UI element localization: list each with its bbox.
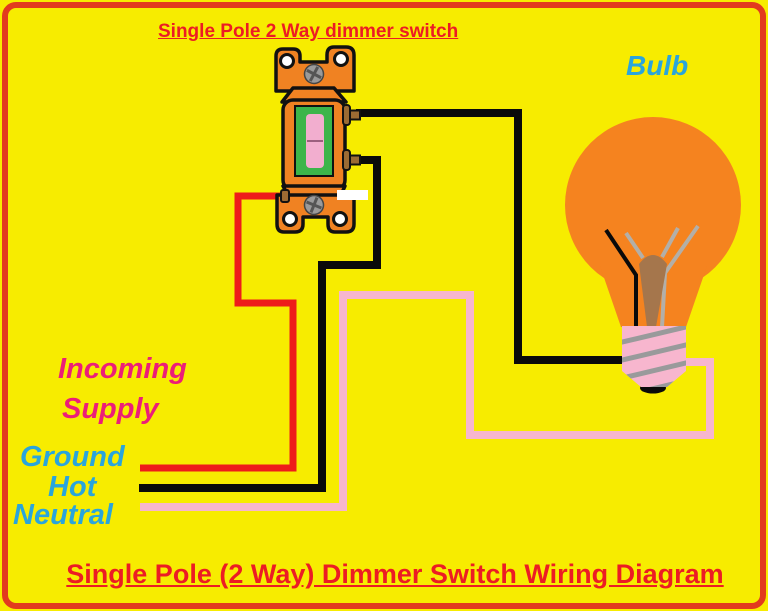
wire-hot: [139, 156, 381, 492]
mount-hole-bottom-left: [282, 211, 298, 227]
bulb-label: Bulb: [626, 50, 689, 81]
filament-wire-right: [660, 227, 680, 258]
ground-wire-label: Ground: [20, 441, 125, 473]
screw-icon: [303, 63, 325, 85]
hot-wire-label: Hot: [48, 471, 97, 503]
wire-ground: [140, 192, 297, 472]
supply-label: Supply: [62, 393, 159, 425]
terminal-top: [342, 104, 361, 126]
wire-neutral: [140, 291, 714, 511]
bulb-globe: [565, 117, 741, 293]
neutral-wire-label: Neutral: [13, 499, 113, 531]
switch-heading: Single Pole 2 Way dimmer switch: [158, 21, 459, 42]
incoming-label: Incoming: [58, 353, 187, 385]
mount-hole-top-right: [333, 51, 349, 67]
bulb-stem: [639, 255, 667, 327]
bulb-lead-left: [604, 228, 638, 327]
screw-icon: [303, 194, 325, 216]
mount-hole-top-left: [279, 53, 295, 69]
wire-switch-to-bulb: [356, 109, 626, 364]
white-bar: [337, 190, 368, 200]
bulb-graphic: [565, 117, 741, 394]
terminal-ground: [280, 189, 290, 203]
mount-hole-bottom-right: [332, 211, 348, 227]
diagram-title: Single Pole (2 Way) Dimmer Switch Wiring…: [66, 559, 724, 589]
dimmer-switch-graphic: [274, 45, 368, 234]
terminal-bottom: [342, 149, 361, 171]
filament-wire-left: [624, 231, 645, 260]
